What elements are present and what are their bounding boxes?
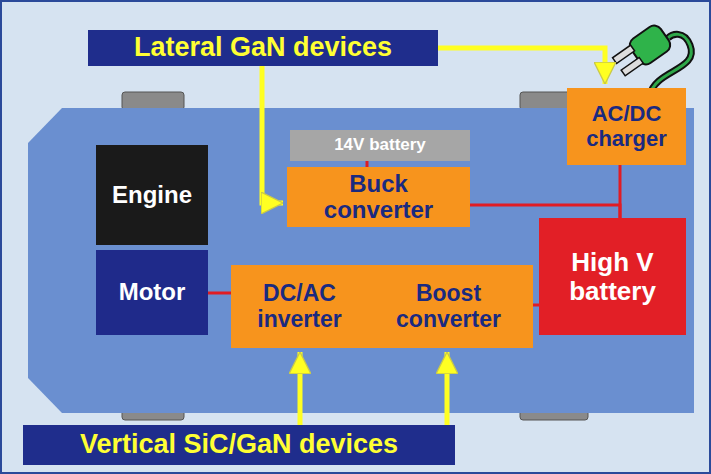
pointer-arrow: [262, 66, 283, 203]
box-label: High V battery: [539, 248, 686, 305]
power-wire: [208, 292, 231, 295]
power-wire: [619, 165, 622, 218]
plug-icon: [610, 22, 691, 95]
battery-box: 14V battery: [290, 130, 470, 161]
wheel: [122, 92, 184, 110]
battery-box: High V battery: [539, 218, 686, 335]
converter-box: Boost converter: [364, 265, 533, 348]
plug-prong: [613, 45, 635, 63]
box-label: DC/AC inverter: [231, 281, 368, 332]
box-label: Motor: [119, 279, 186, 305]
converter-box: Buck converter: [287, 167, 470, 227]
box-label: 14V battery: [334, 136, 426, 155]
label-box: Vertical SiC/GaN devices: [23, 425, 455, 465]
charger-box: AC/DC charger: [567, 88, 686, 165]
pointer-arrow: [445, 352, 450, 425]
box-label: Boost converter: [364, 281, 533, 332]
engine-box: Engine: [96, 145, 208, 245]
pointer-arrow: [438, 48, 605, 84]
power-wire: [470, 205, 620, 218]
inverter-box: DC/AC inverter: [231, 265, 368, 348]
box-label: Buck converter: [314, 171, 444, 224]
pointer-arrow: [298, 352, 303, 425]
box-label: Vertical SiC/GaN devices: [80, 430, 398, 460]
box-label: AC/DC charger: [567, 102, 686, 150]
label-box: Lateral GaN devices: [88, 30, 438, 66]
box-label: Lateral GaN devices: [134, 33, 392, 63]
box-label: Engine: [112, 182, 192, 208]
motor-box: Motor: [96, 250, 208, 335]
plug-prong: [621, 57, 643, 75]
